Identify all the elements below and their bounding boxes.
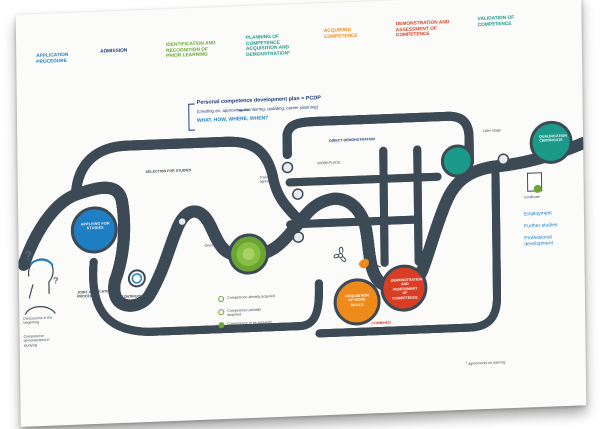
node-circles [70, 120, 573, 326]
stage-label: APPLICATION PROCEDURE [36, 52, 69, 65]
legend-note-2: Competence partially acquired [227, 307, 262, 318]
stage-acquiring: ACQUIRING COMPETENCE [323, 27, 358, 40]
acquire-label: ACQUISITION OF WORK SKILLS [345, 293, 369, 307]
process-map-sheet: APPLICATION PROCEDURE ADMISSION IDENTIFI… [15, 0, 587, 427]
stage-validation: VALIDATION OF COMPETENCE [477, 15, 515, 28]
stage-demonstration: DEMONSTRATION AND ASSESSMENT OF COMPETEN… [395, 20, 450, 39]
demonstration-node [380, 264, 428, 312]
outcome-further-studies: Further studies [524, 222, 558, 230]
process-map-graphic [16, 103, 587, 427]
joint-application-label: JOINT APPLICATION PROCEDURE [77, 289, 113, 300]
question-mark-icon: ? [52, 275, 59, 286]
fan-icon [333, 246, 347, 262]
validation-node [440, 144, 474, 178]
orientation-label: Orientation [204, 243, 223, 248]
left-note-1: Discussions in the beginning [23, 315, 53, 326]
outcome-employment: Employment [523, 210, 552, 218]
outcome-professional: Professional development [524, 234, 554, 248]
qualification-label: QUALIFICATION CERTIFICATE [539, 133, 567, 144]
stage-application: APPLICATION PROCEDURE [36, 53, 76, 66]
hand-icon [358, 258, 381, 269]
pcdp-bracket [188, 103, 196, 131]
agreement-label: Training agreement [259, 175, 277, 184]
continuous-application-label: CONTINUOUS APPLICATION PROCEDURE [121, 294, 146, 308]
document-icon [526, 172, 543, 193]
demo-assess-label: DEMONSTRATION AND ASSESSMENT OF COMPETEN… [390, 277, 423, 301]
certificate-node [529, 120, 573, 164]
person-icon [24, 258, 56, 315]
spiral-icon [127, 269, 146, 288]
stage-identification: IDENTIFICATION AND RECOGNITION OF PRIOR … [165, 41, 216, 60]
apply-node [70, 206, 118, 254]
stage-planning: PLANNING OF COMPETENCE ACQUISITION AND D… [245, 34, 291, 58]
left-note-2: Competence demonstrated in studying [23, 333, 50, 348]
question-mark-icon: ? [24, 248, 33, 263]
legend-dots [218, 296, 225, 329]
apply-label: APPLYING FOR STUDIES [80, 221, 110, 231]
acquire-node [333, 278, 381, 326]
